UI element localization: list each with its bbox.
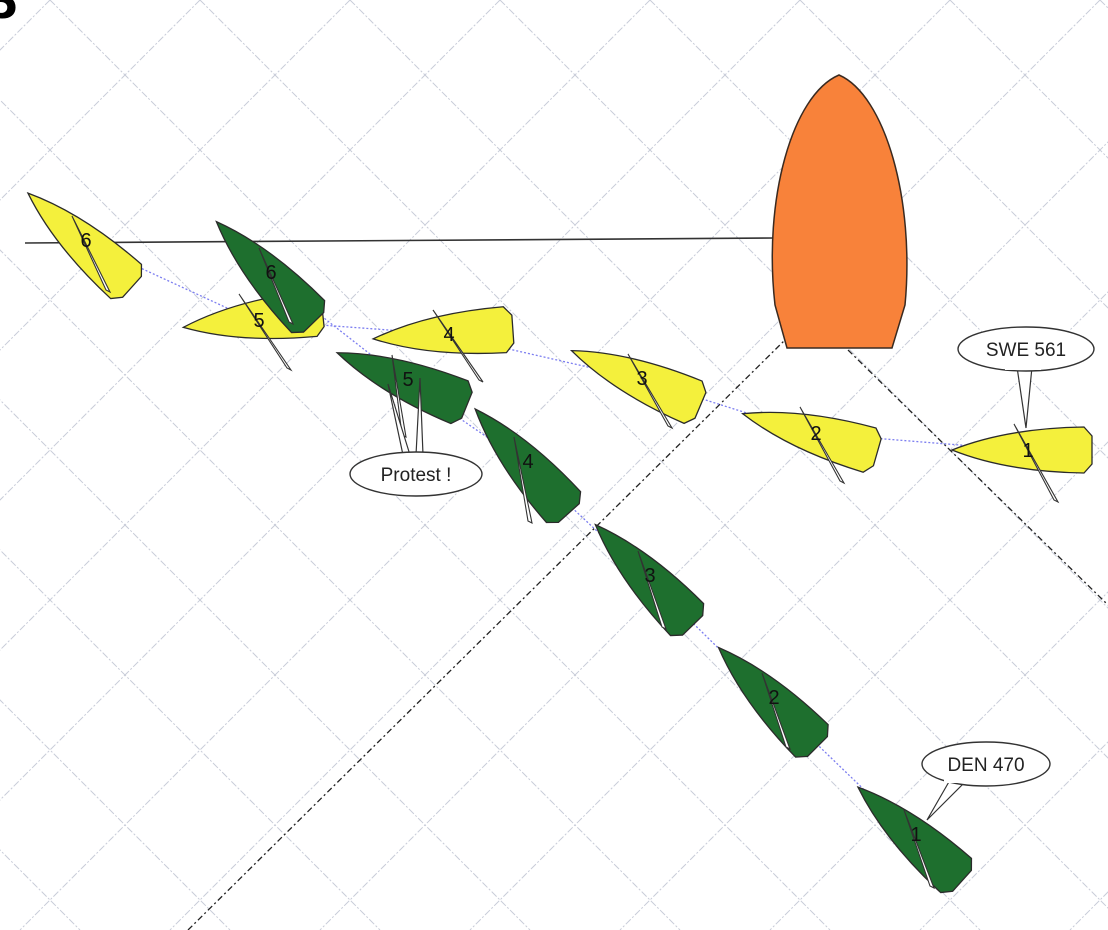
grid-line <box>1099 0 1108 9</box>
start-line <box>24 237 776 244</box>
yellow-boat-positions: 1 2 3 4 5 6 <box>26 191 1093 504</box>
grid-line <box>199 0 1108 909</box>
yellow-boat-6: 6 <box>26 191 143 300</box>
grid-line <box>0 0 51 51</box>
yellow-sail-2 <box>799 406 846 485</box>
green-hull-4 <box>473 407 582 524</box>
green-boat-number-5: 5 <box>402 369 413 391</box>
grid-line <box>619 441 1108 930</box>
green-boat-number-1: 1 <box>910 824 921 846</box>
protest-label: Protest ! <box>381 465 452 486</box>
grid-line <box>769 591 1108 930</box>
grid-line <box>319 141 1108 930</box>
green-hull-3 <box>594 523 705 637</box>
grid-line <box>0 699 231 930</box>
starboard-layline <box>847 349 1108 606</box>
yellow-sail-1 <box>1013 423 1060 504</box>
grid-line <box>0 549 381 930</box>
yellow-boat-4: 4 <box>371 306 515 383</box>
green-boat-3: 3 <box>594 523 705 637</box>
figure-label: 5 <box>0 0 19 29</box>
yellow-boat-number-2: 2 <box>810 423 821 445</box>
green-boat-positions: 1 2 3 4 5 6 <box>215 220 973 894</box>
grid-line <box>0 399 531 930</box>
green-boat-5: 5 <box>335 352 473 438</box>
green-boat-number-2: 2 <box>768 687 779 709</box>
yellow-sail-5 <box>238 293 293 372</box>
swe-label: SWE 561 <box>986 340 1066 361</box>
swe-callout: SWE 561 <box>957 326 1095 429</box>
yellow-boat-2: 2 <box>741 406 882 485</box>
den-label: DEN 470 <box>947 755 1024 776</box>
yellow-sail-6 <box>71 215 112 294</box>
green-sail-3 <box>637 550 667 631</box>
green-sail-4 <box>513 436 533 525</box>
grid-line <box>0 0 351 351</box>
yellow-sail-3 <box>627 353 674 430</box>
yellow-boat-1: 1 <box>950 423 1093 504</box>
port-layline <box>187 334 791 930</box>
green-boat-6: 6 <box>215 220 326 334</box>
figure-badge: 5 <box>0 0 19 29</box>
green-boat-number-3: 3 <box>644 565 655 587</box>
yellow-boat-number-3: 3 <box>636 368 647 390</box>
green-boat-1: 1 <box>856 785 973 894</box>
green-boat-4: 4 <box>473 407 582 525</box>
yellow-boat-number-6: 6 <box>80 230 91 252</box>
green-boat-number-4: 4 <box>522 451 533 473</box>
grid-line <box>169 0 1101 930</box>
grid-line <box>0 0 801 801</box>
green-hull-5 <box>335 352 473 425</box>
green-boat-number-6: 6 <box>265 262 276 284</box>
grid-line <box>19 0 951 930</box>
den-callout: DEN 470 <box>921 741 1051 821</box>
yellow-boat-number-1: 1 <box>1022 440 1033 462</box>
grid-line <box>0 0 201 201</box>
protest-callout: Protest ! <box>349 377 483 497</box>
yellow-sail-4 <box>432 309 484 383</box>
yellow-hull-2 <box>741 411 882 473</box>
yellow-boat-3: 3 <box>569 349 707 430</box>
grid-line <box>919 741 1108 930</box>
grid-line <box>0 99 831 930</box>
green-sail-1 <box>903 809 936 890</box>
yellow-boat-number-5: 5 <box>253 310 264 332</box>
yellow-hull-3 <box>569 349 707 425</box>
grid-line <box>0 249 681 930</box>
yellow-hull-6 <box>26 191 143 300</box>
yellow-hull-4 <box>371 306 515 355</box>
yellow-hull-1 <box>950 426 1093 474</box>
grid-line <box>469 291 1108 930</box>
grid-line <box>49 0 981 930</box>
green-boat-2: 2 <box>717 646 829 758</box>
committee-boat <box>771 74 908 349</box>
green-sail-6 <box>258 247 295 326</box>
green-sail-2 <box>761 672 791 751</box>
yellow-boat-number-4: 4 <box>443 324 454 346</box>
